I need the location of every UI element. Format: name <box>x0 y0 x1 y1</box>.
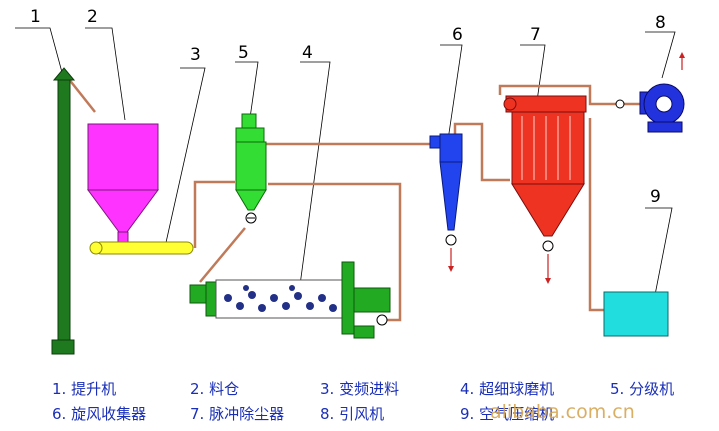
leader-lines <box>15 27 676 301</box>
cyclone-collector <box>429 133 463 272</box>
bucket-elevator <box>51 67 76 355</box>
legend-item-8: 8. 引风机 <box>320 405 385 423</box>
screw-feeder <box>89 241 194 255</box>
legend-item-6: 6. 旋风收集器 <box>52 405 147 423</box>
legend-item-1: 1. 提升机 <box>52 380 117 398</box>
callout-8: 8 <box>655 13 666 33</box>
material-silo <box>87 123 159 247</box>
callout-3: 3 <box>190 45 201 65</box>
pipes <box>67 77 640 322</box>
callout-1: 1 <box>30 7 41 27</box>
legend-item-3: 3. 变频进料 <box>320 380 400 398</box>
ball-mill <box>189 261 391 339</box>
callout-7: 7 <box>530 25 541 45</box>
legend-item-5: 5. 分级机 <box>610 380 675 398</box>
callout-5: 5 <box>238 43 249 63</box>
legend-item-2: 2. 料仓 <box>190 380 240 398</box>
callout-9: 9 <box>650 187 661 207</box>
legend-item-7: 7. 脉冲除尘器 <box>190 405 285 423</box>
induced-draft-fan <box>615 52 685 133</box>
callout-4: 4 <box>302 43 313 63</box>
classifier <box>235 113 267 224</box>
legend-item-4: 4. 超细球磨机 <box>460 380 555 398</box>
pulse-dust-collector <box>503 95 587 284</box>
callout-6: 6 <box>452 25 463 45</box>
callout-2: 2 <box>87 7 98 27</box>
air-compressor <box>603 291 669 337</box>
legend-item-9: 9. 空气压缩机 <box>460 405 555 423</box>
watermark: alibaba.com.cn <box>490 401 635 423</box>
